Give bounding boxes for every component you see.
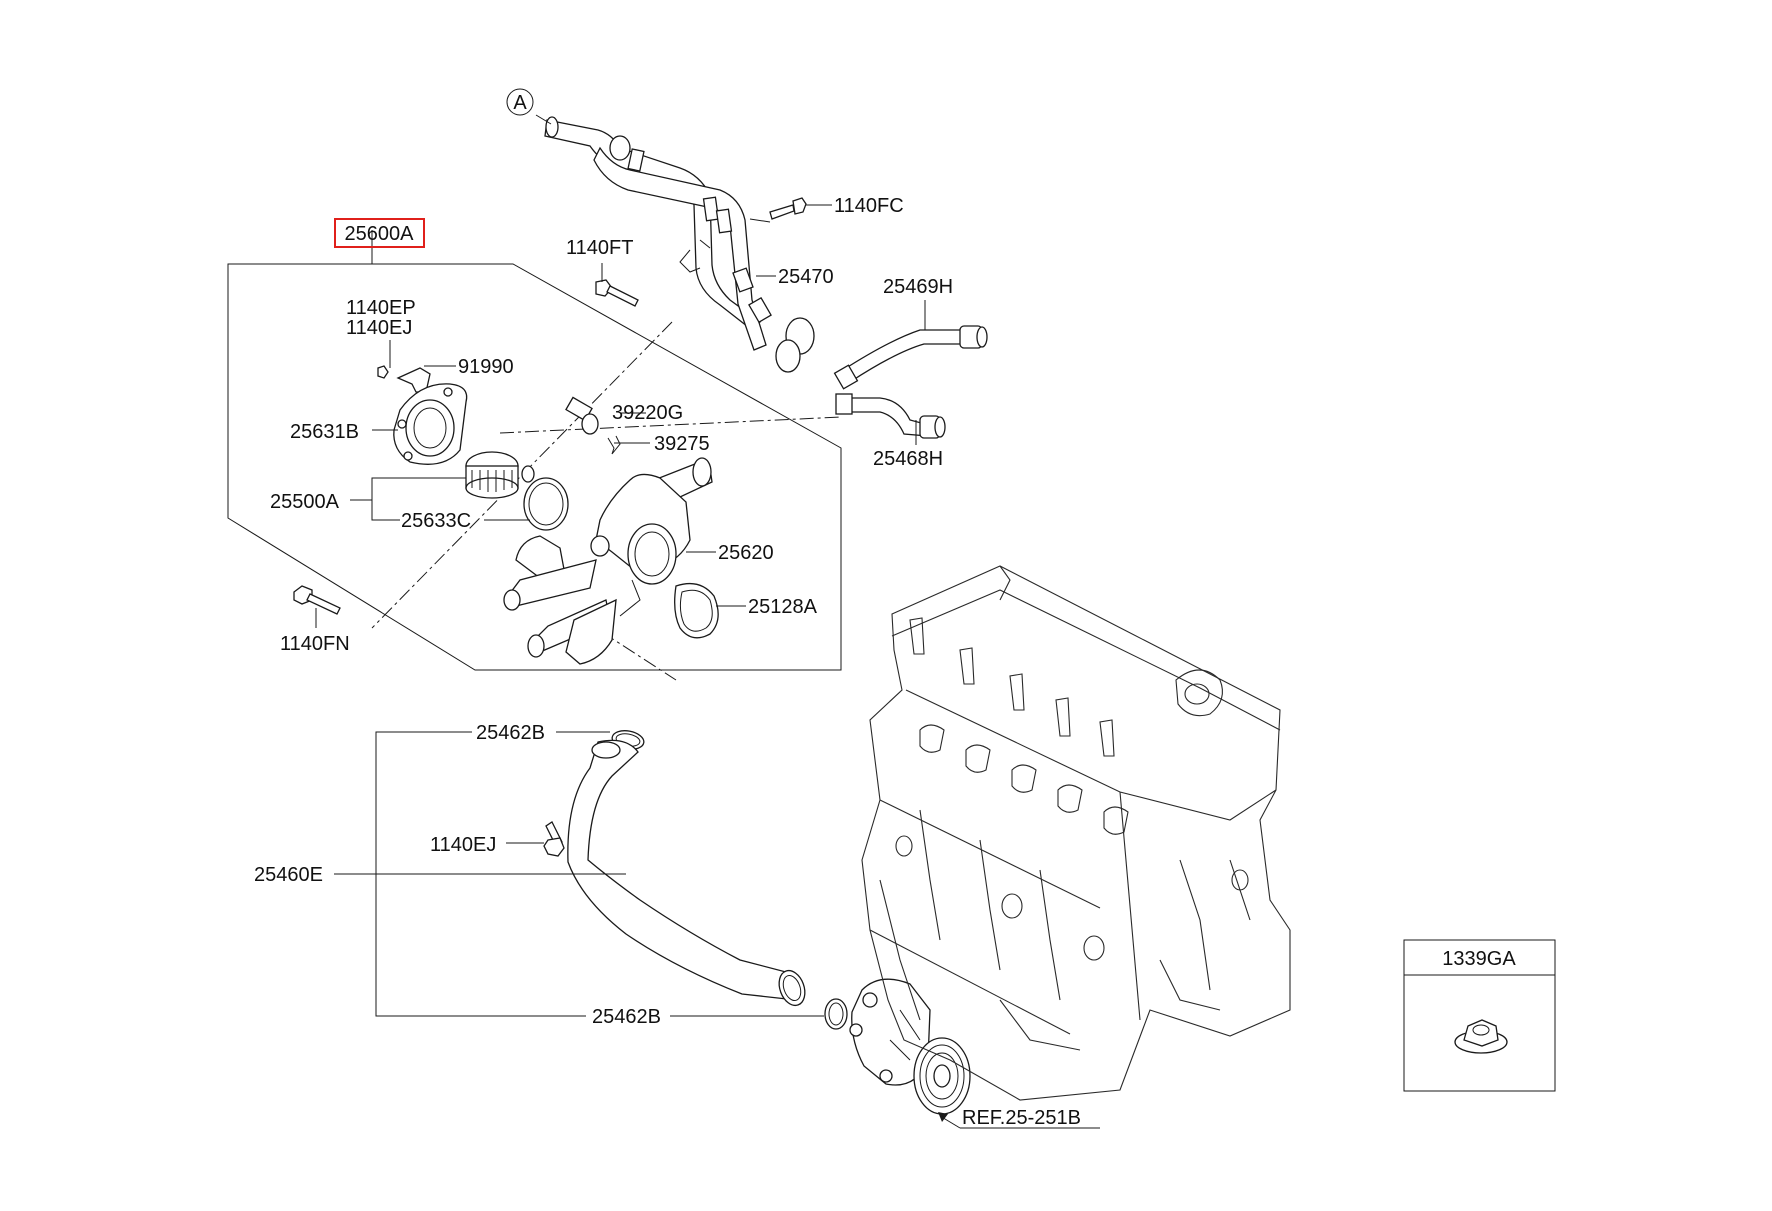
highlight-box-25600a <box>334 218 425 248</box>
cover-25631b <box>393 383 468 465</box>
sensor-39220g <box>565 396 599 435</box>
label-25469h[interactable]: 25469H <box>883 276 953 298</box>
label-39275[interactable]: 39275 <box>654 433 710 455</box>
gasket-25128a <box>674 582 719 639</box>
label-25633c[interactable]: 25633C <box>401 510 471 532</box>
label-25620[interactable]: 25620 <box>718 542 774 564</box>
label-1339ga[interactable]: 1339GA <box>1442 948 1516 970</box>
label-25460e[interactable]: 25460E <box>254 864 323 886</box>
hose-25468h <box>835 393 946 439</box>
bolt-1140fc <box>769 197 807 220</box>
bolt-1140ej-bottom <box>543 821 565 857</box>
hose-25469h <box>833 325 988 390</box>
clip-39275 <box>607 435 621 455</box>
assembly-outline <box>227 230 842 681</box>
bolt-1140ft <box>595 279 639 307</box>
label-1140ft[interactable]: 1140FT <box>566 237 633 259</box>
housing-25620 <box>503 457 713 665</box>
label-1140fc[interactable]: 1140FC <box>834 195 904 217</box>
label-ref-25-251b[interactable]: REF.25-251B <box>962 1107 1081 1129</box>
thermostat-25500a <box>465 451 535 499</box>
label-1140ep[interactable]: 1140EP <box>346 297 416 319</box>
water-pump <box>849 978 971 1115</box>
label-91990[interactable]: 91990 <box>458 356 514 378</box>
callout-a: A <box>506 88 534 116</box>
oring-25462b-bottom <box>824 998 848 1030</box>
gasket-25633c <box>523 477 569 531</box>
upper-pipe-25470 <box>544 116 815 373</box>
label-39220g[interactable]: 39220G <box>612 402 683 424</box>
hose-25460e <box>567 730 806 1007</box>
label-1140ej-bottom[interactable]: 1140EJ <box>430 834 496 856</box>
box-1339ga <box>1403 939 1556 1092</box>
label-25470[interactable]: 25470 <box>778 266 834 288</box>
label-25462b-top[interactable]: 25462B <box>476 722 545 744</box>
bracket-91990 <box>377 365 431 393</box>
label-25500a[interactable]: 25500A <box>270 491 340 513</box>
label-25468h[interactable]: 25468H <box>873 448 943 470</box>
label-25128a[interactable]: 25128A <box>748 596 818 618</box>
leader-lines <box>315 114 1100 1129</box>
nut-icon <box>1454 1019 1508 1054</box>
label-25631b[interactable]: 25631B <box>290 421 359 443</box>
label-25462b-bottom[interactable]: 25462B <box>592 1006 661 1028</box>
label-1140ej-top[interactable]: 1140EJ <box>346 317 412 339</box>
bolt-1140fn <box>293 585 341 615</box>
label-1140fn[interactable]: 1140FN <box>280 633 350 655</box>
engine-block <box>861 565 1291 1101</box>
callout-a-label: A <box>513 92 527 114</box>
label-25600a[interactable]: 25600A <box>345 223 415 245</box>
